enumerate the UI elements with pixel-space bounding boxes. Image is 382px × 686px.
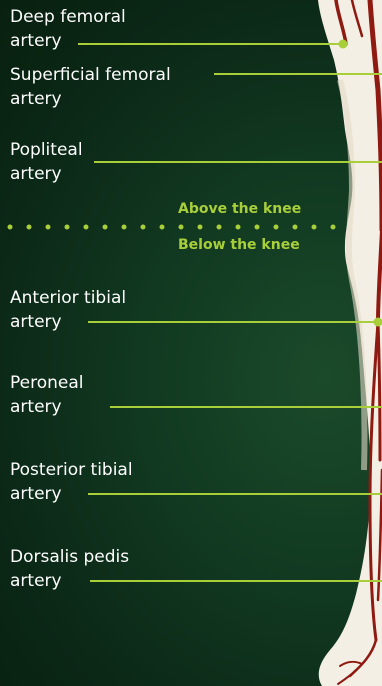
label-popliteal-line1: Popliteal [10, 138, 83, 162]
label-deep-femoral: Deep femoral artery [10, 5, 126, 53]
label-deep-femoral-line2: artery [10, 29, 126, 53]
label-superficial-femoral: Superficial femoral artery [10, 63, 171, 111]
label-anterior-tibial: Anterior tibial artery [10, 286, 126, 334]
label-posterior-tibial-line2: artery [10, 482, 133, 506]
label-anterior-tibial-line2: artery [10, 310, 126, 334]
label-dorsalis-pedis-line2: artery [10, 569, 129, 593]
label-dorsalis-pedis-line1: Dorsalis pedis [10, 545, 129, 569]
leader-dot-deep-femoral [339, 40, 348, 49]
label-peroneal: Peroneal artery [10, 371, 84, 419]
label-superficial-femoral-line1: Superficial femoral [10, 63, 171, 87]
below-knee-label: Below the knee [178, 237, 300, 253]
label-posterior-tibial-line1: Posterior tibial [10, 458, 133, 482]
label-anterior-tibial-line1: Anterior tibial [10, 286, 126, 310]
above-knee-label: Above the knee [178, 201, 301, 217]
label-peroneal-line1: Peroneal [10, 371, 84, 395]
label-superficial-femoral-line2: artery [10, 87, 171, 111]
label-popliteal-line2: artery [10, 162, 83, 186]
label-dorsalis-pedis: Dorsalis pedis artery [10, 545, 129, 593]
label-popliteal: Popliteal artery [10, 138, 83, 186]
label-deep-femoral-line1: Deep femoral [10, 5, 126, 29]
label-posterior-tibial: Posterior tibial artery [10, 458, 133, 506]
label-peroneal-line2: artery [10, 395, 84, 419]
